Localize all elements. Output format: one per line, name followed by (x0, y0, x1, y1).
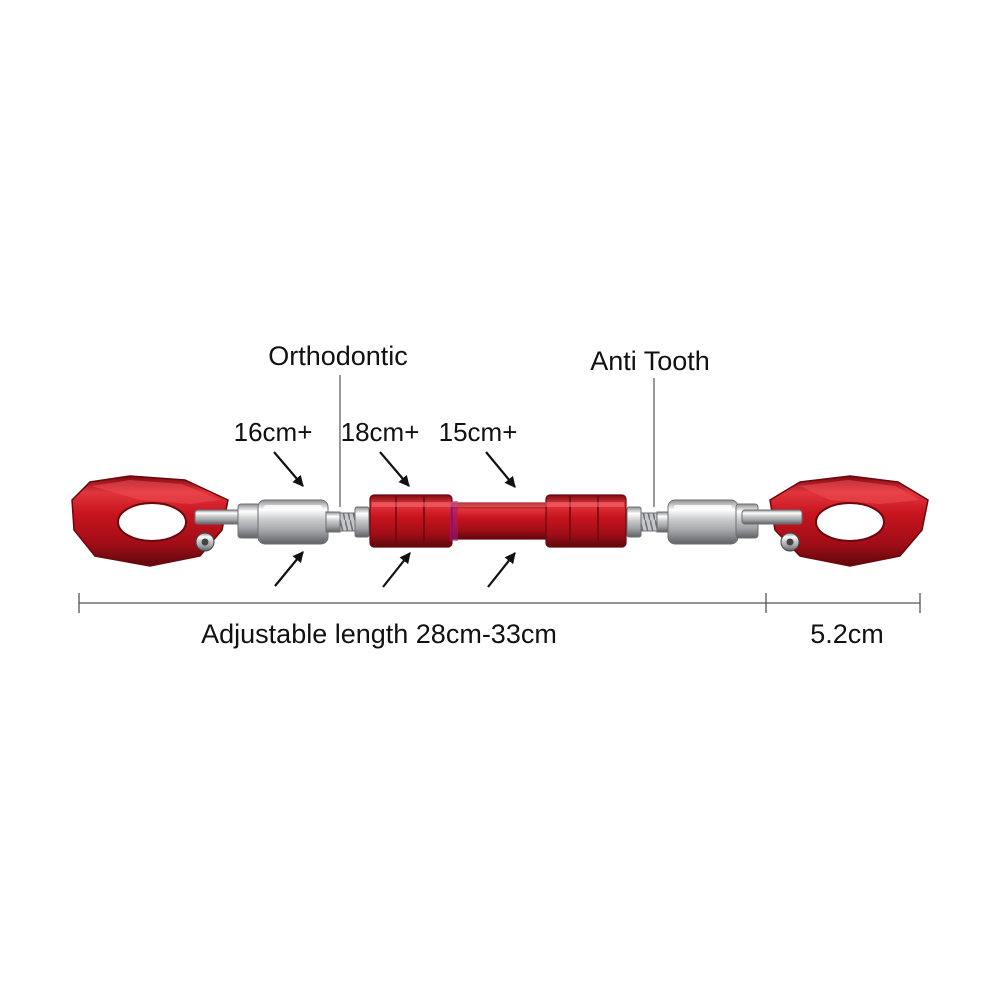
length-dimension-line (78, 593, 767, 613)
right-arm (656, 499, 803, 545)
left-arm (194, 499, 341, 545)
left-clamp (71, 475, 229, 567)
right-thread (626, 506, 658, 538)
arrow-right-bottom (487, 552, 516, 588)
orthodontic-label: Orthodontic (268, 341, 408, 371)
width-dimension-line (766, 593, 921, 613)
right-clamp (769, 475, 929, 567)
segment-middle-label: 18cm+ (341, 417, 420, 447)
arrow-left-bottom (274, 551, 304, 587)
adjustable-length-label: Adjustable length 28cm-33cm (201, 619, 557, 649)
segment-left-label: 16cm+ (234, 417, 313, 447)
segment-right-label: 15cm+ (439, 417, 518, 447)
arrow-left-top (273, 451, 304, 487)
left-thread (339, 506, 370, 538)
arrow-middle-bottom (382, 552, 411, 588)
anti-tooth-label: Anti Tooth (590, 346, 710, 376)
arrow-middle-top (379, 451, 410, 487)
clamp-width-label: 5.2cm (810, 619, 884, 649)
arrow-right-top (485, 451, 516, 488)
middle-red-tube (369, 494, 627, 548)
